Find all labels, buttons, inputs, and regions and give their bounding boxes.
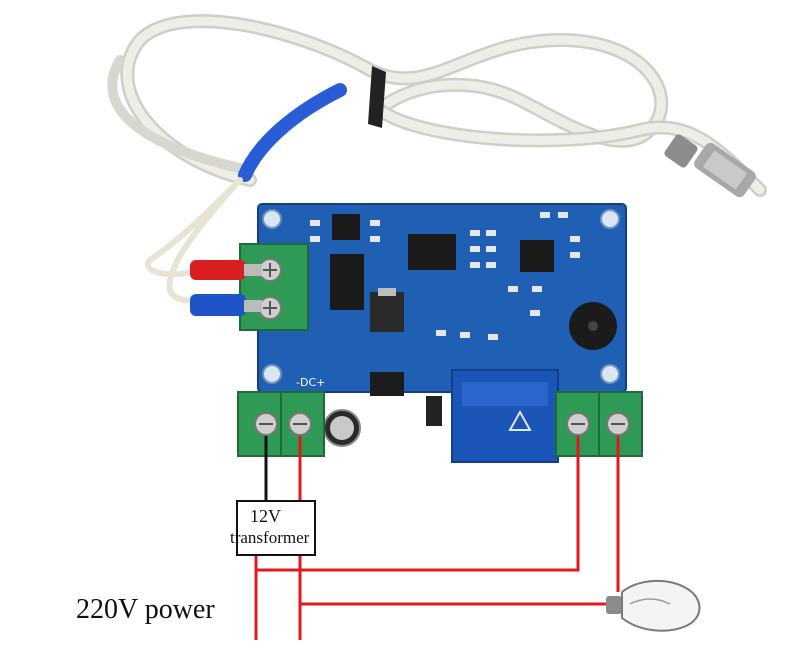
buzzer-icon [569, 302, 617, 350]
dc-plus-label: -DC+ [296, 376, 325, 389]
sensor-terminal-block [239, 243, 309, 331]
transformer-label: transformer [230, 528, 310, 547]
transformer-voltage-label: 12V [250, 506, 281, 526]
sensor-wire-ends [190, 260, 262, 316]
light-bulb-icon [606, 579, 701, 632]
transformer-box [236, 500, 316, 556]
controller-board: -DC+ [257, 203, 627, 393]
sensor-cable [107, 14, 767, 304]
temperature-probe-icon [664, 134, 756, 198]
relay-terminal-block [555, 391, 643, 457]
relay-icon [451, 369, 559, 463]
power-label: 220V power [76, 594, 215, 625]
dc-terminal-block [237, 391, 325, 457]
wiring [254, 436, 620, 640]
cable-tie [368, 66, 386, 128]
diode [426, 396, 442, 426]
